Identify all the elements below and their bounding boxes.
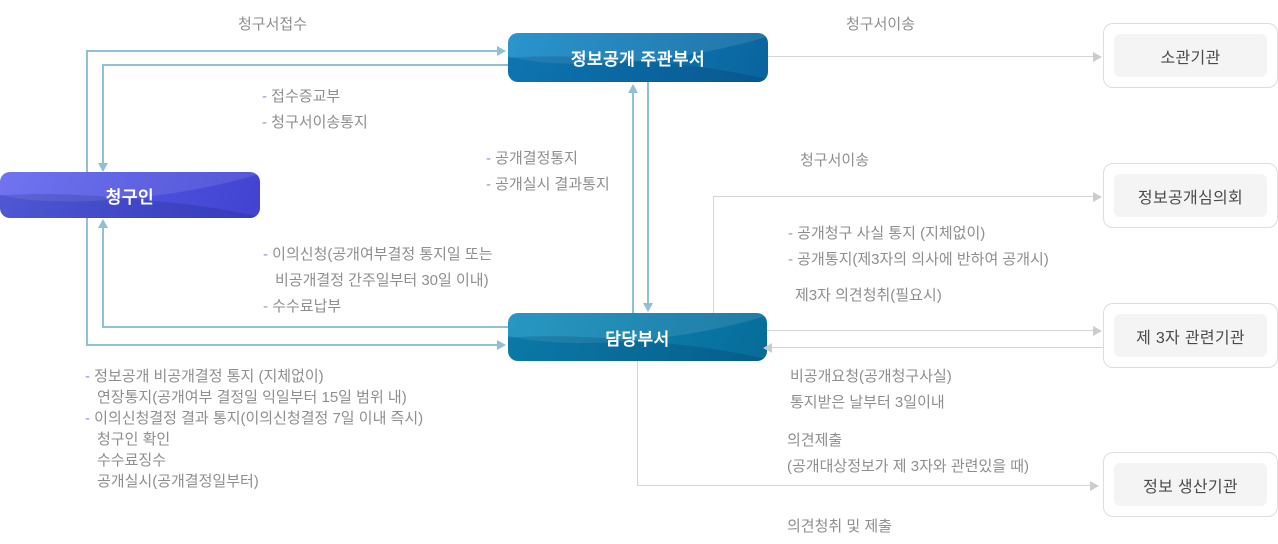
edge-claimant-to-charge-vertical [86, 218, 88, 346]
label-receipt-notice: - 접수증교부 - 청구서이송통지 [262, 88, 368, 131]
arrowhead-into-lead-dept-bottom-icon [628, 84, 638, 93]
label-request-receipt: 청구서접수 [238, 16, 308, 33]
edge-charge-to-committee-vertical [713, 196, 714, 313]
label-request-transfer-top: 청구서이송 [846, 16, 916, 33]
node-claimant-label: 청구인 [105, 187, 155, 207]
edge-charge-to-claimant-horizontal [102, 326, 508, 328]
arrowhead-into-charge-dept-right-icon [763, 343, 772, 353]
edge-lead-to-competent [768, 56, 1094, 57]
edge-charge-to-producer-vertical [637, 361, 638, 485]
edge-claimant-to-lead-vertical [86, 51, 88, 172]
arrowhead-into-claimant-top-icon [98, 163, 108, 172]
node-claimant: 청구인 [0, 172, 260, 218]
label-decision-notice: - 공개결정통지 - 공개실시 결과통지 [486, 150, 610, 193]
node-info-producer-agency: 정보 생산기관 [1103, 452, 1278, 517]
node-info-producer-agency-label: 정보 생산기관 [1114, 463, 1267, 506]
arrowhead-into-competent-agency-icon [1093, 52, 1102, 62]
arrowhead-into-charge-dept-left-icon [497, 340, 506, 350]
label-opinion-submit: 의견제출 (공개대상정보가 제 3자와 관련있을 때) [787, 432, 1030, 475]
edge-claimant-to-lead-horizontal [86, 50, 498, 52]
edge-charge-to-thirdparty [767, 330, 1094, 331]
label-opinion-hearing-submit: 의견청취 및 제출 [787, 518, 892, 535]
arrowhead-into-thirdparty-icon [1093, 326, 1102, 336]
node-lead-department-label: 정보공개 주관부서 [570, 50, 706, 69]
arrowhead-into-claimant-bottom-icon [98, 219, 108, 228]
node-lead-department: 정보공개 주관부서 [508, 33, 768, 82]
edge-charge-to-lead-vertical [632, 92, 634, 313]
edge-lead-to-claimant-horizontal [102, 64, 508, 66]
label-objection: - 이의신청(공개여부결정 통지일 또는 비공개결정 간주일부터 30일 이내)… [263, 246, 493, 315]
edge-charge-to-producer-horizontal [637, 485, 1090, 486]
node-competent-agency: 소관기관 [1103, 23, 1278, 88]
node-third-party-agency-label: 제 3자 관련기관 [1114, 314, 1267, 357]
arrowhead-into-committee-icon [1093, 192, 1102, 202]
edge-thirdparty-to-charge [772, 347, 1103, 348]
node-charge-department: 담당부서 [508, 313, 767, 361]
edge-lead-to-charge-vertical [647, 82, 649, 304]
node-third-party-agency: 제 3자 관련기관 [1103, 303, 1278, 368]
edge-charge-to-committee-horizontal [713, 196, 1094, 197]
arrowhead-into-charge-dept-top-icon [643, 303, 653, 312]
edge-lead-to-claimant-vertical [102, 64, 104, 164]
arrowhead-into-lead-dept-left-icon [497, 46, 506, 56]
node-charge-department-label: 담당부서 [605, 329, 670, 349]
node-deliberation-committee-label: 정보공개심의회 [1114, 174, 1267, 217]
label-request-transfer-mid: 청구서이송 [800, 152, 870, 169]
label-nondisclosure-request: 비공개요청(공개청구사실) 통지받은 날부터 3일이내 [790, 368, 952, 411]
node-deliberation-committee: 정보공개심의회 [1103, 163, 1278, 228]
label-third-party-notice: - 공개청구 사실 통지 (지체없이) - 공개통지(제3자의 의사에 반하여 … [788, 225, 1049, 268]
edge-charge-to-claimant-vertical [102, 227, 104, 328]
label-charge-to-claimant-notices: - 정보공개 비공개결정 통지 (지체없이) 연장통지(공개여부 결정일 익일부… [85, 368, 424, 490]
arrowhead-into-producer-icon [1090, 481, 1099, 491]
edge-claimant-to-charge-horizontal [86, 344, 498, 346]
label-third-party-hearing: 제3자 의견청취(필요시) [795, 287, 942, 304]
node-competent-agency-label: 소관기관 [1114, 34, 1267, 77]
